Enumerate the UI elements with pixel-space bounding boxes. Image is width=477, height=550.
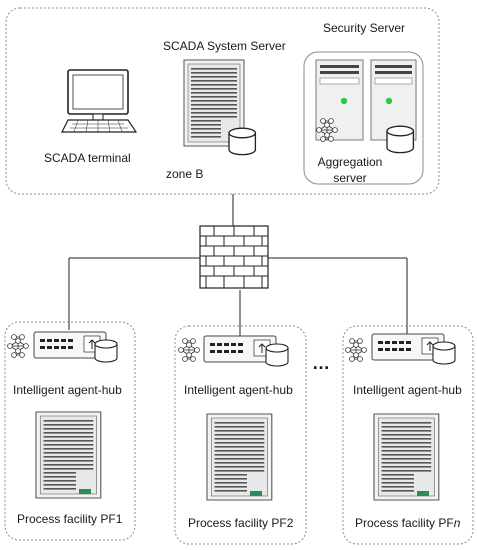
database-icon: [94, 339, 118, 363]
process-facility-cabinet-icon: [373, 413, 440, 501]
scada-terminal-label: SCADA terminal: [44, 151, 131, 165]
facility-label-3: Process facility PFn: [355, 516, 461, 530]
hub-label-2: Intelligent agent-hub: [184, 383, 293, 397]
computer-terminal-icon: [61, 69, 138, 133]
process-facility-cabinet-icon: [206, 413, 273, 501]
database-icon: [228, 127, 257, 156]
agent-network-icon: [7, 334, 29, 358]
security-server-box: [303, 51, 424, 185]
process-facility-cabinet-icon: [35, 411, 102, 499]
aggregation-server-label-line1: Aggregation: [317, 155, 383, 169]
security-server-label: Security Server: [323, 21, 406, 35]
agent-network-icon: [345, 338, 367, 362]
facility-label-1: Process facility PF1: [17, 512, 123, 526]
agent-hub-switch-icon: [203, 335, 277, 363]
hub-label-3: Intelligent agent-hub: [353, 383, 462, 397]
agent-network-icon: [178, 338, 200, 362]
zone-label: zone B: [166, 167, 204, 181]
scada-server-label: SCADA System Server: [163, 39, 286, 53]
database-icon: [386, 125, 415, 154]
ellipsis-label: …: [312, 353, 331, 373]
firewall-icon: [199, 225, 269, 289]
database-icon: [432, 341, 456, 365]
facility-label-2: Process facility PF2: [188, 516, 294, 530]
aggregation-server-label-line2: server: [333, 171, 367, 185]
zone-b-box: [5, 7, 440, 195]
database-icon: [265, 343, 289, 367]
hub-label-1: Intelligent agent-hub: [13, 383, 122, 397]
security-server-tower-icon: [315, 59, 417, 141]
facility-box-2: [174, 325, 307, 545]
